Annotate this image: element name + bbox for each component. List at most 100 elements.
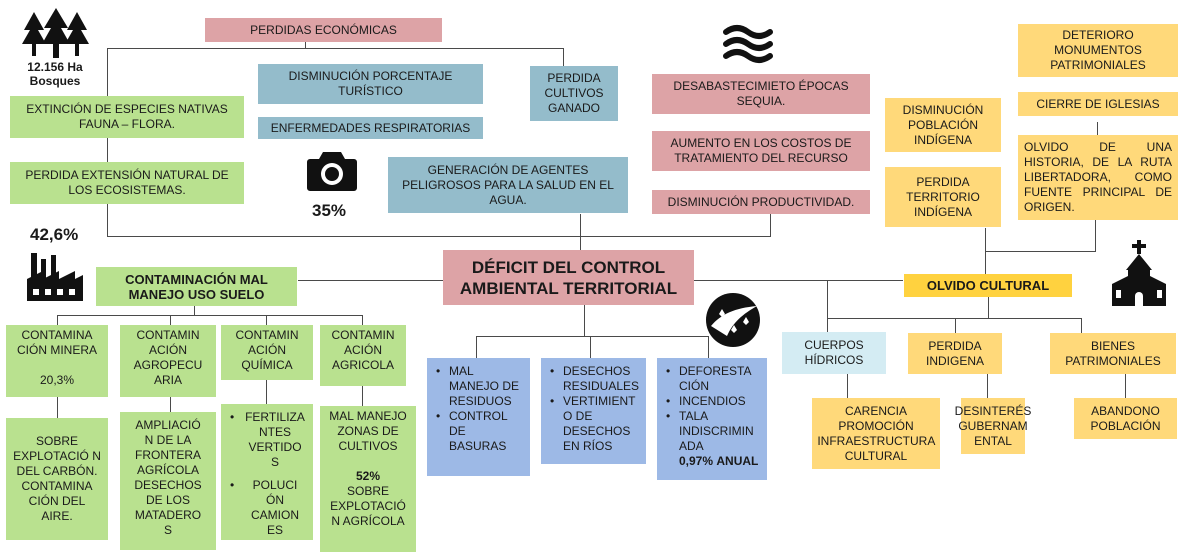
agro-detail-label: AMPLIACIÓ N DE LA FRONTERA AGRÍCOLA DESE… — [134, 418, 202, 537]
connector-line — [580, 214, 581, 251]
connector-line — [57, 315, 58, 325]
connector-line — [362, 386, 363, 406]
connector-line — [57, 397, 58, 418]
connector-line — [693, 280, 903, 281]
logging-label: TALA INDISCRIMIN ADA — [679, 409, 754, 453]
connector-line — [170, 397, 171, 412]
agricultural-contamination-label: CONTAMIN ACIÓN AGRICOLA — [331, 328, 395, 372]
forgotten-history-label: OLVIDO DE UNA HISTORIA, DE LA RUTA LIBER… — [1024, 140, 1172, 214]
agricultural-contamination-box: CONTAMIN ACIÓN AGRICOLA — [320, 325, 406, 386]
agricultural-detail-label: MAL MANEJO ZONAS DE CULTIVOS — [329, 409, 407, 453]
bird-logo-icon — [706, 293, 760, 347]
connector-line — [194, 305, 195, 315]
indigenous-loss-box: PERDIDA INDIGENA — [908, 333, 1002, 374]
connector-line — [305, 42, 306, 49]
list-item: MAL MANEJO DE RESIDUOS — [433, 364, 524, 409]
logging-unit: ANUAL — [716, 454, 759, 468]
respiratory-diseases-label: ENFERMEDADES RESPIRATORIAS — [270, 120, 471, 135]
cultural-oblivion-box: OLVIDO CULTURAL — [904, 274, 1072, 297]
list-item: VERTIMIENT O DE DESECHOS EN RÍOS — [547, 394, 640, 454]
crop-loss-box: PERDIDA CULTIVOS GANADO — [530, 66, 618, 121]
connector-line — [107, 48, 108, 236]
agro-contamination-label: CONTAMIN ACIÓN AGROPECU ARIA — [133, 328, 203, 387]
deforestation-list: DEFORESTA CIÓN INCENDIOS TALA INDISCRIMI… — [663, 364, 761, 469]
dangerous-agents-label: GENERACIÓN DE AGENTES PELIGROSOS PARA LA… — [402, 162, 614, 207]
connector-line — [266, 380, 267, 404]
tourism-decrease-label: DISMINUCIÓN PORCENTAJE TURÍSTICO — [288, 69, 453, 98]
industry-percentage: 42,6% — [30, 225, 79, 244]
connector-line — [1081, 318, 1082, 333]
connector-line — [362, 315, 363, 325]
connector-line — [955, 318, 956, 333]
forest-area-value: 12.156 Ha — [27, 60, 83, 74]
connector-line — [266, 315, 267, 325]
logging-percentage: 0,97% — [679, 454, 714, 468]
connector-line — [1095, 220, 1096, 252]
crop-loss-label: PERDIDA CULTIVOS GANADO — [544, 71, 604, 115]
connector-line — [107, 48, 564, 49]
indigenous-territory-label: PERDIDA TERRITORIO INDÍGENA — [906, 174, 980, 219]
forest-area-label: Bosques — [29, 74, 81, 88]
central-problem-title: DÉFICIT DEL CONTROL AMBIENTAL TERRITORIA… — [459, 257, 678, 298]
connector-line — [476, 336, 477, 358]
tourism-percentage: 35% — [312, 201, 347, 220]
ecosystem-loss-box: PERDIDA EXTENSIÓN NATURAL DE LOS ECOSIST… — [10, 162, 244, 204]
church-closure-label: CIERRE DE IGLESIAS — [1036, 96, 1160, 111]
connector-line — [1097, 122, 1098, 135]
connector-line — [770, 214, 771, 237]
government-disinterest-label: DESINTERÉS GUBERNAM ENTAL — [954, 403, 1032, 448]
cultural-oblivion-title: OLVIDO CULTURAL — [926, 278, 1050, 293]
mining-detail-box: SOBRE EXPLOTACIÓ N DEL CARBÓN. CONTAMINA… — [6, 418, 108, 540]
treatment-costs-label: AUMENTO EN LOS COSTOS DE TRATAMIENTO DEL… — [670, 136, 852, 165]
economic-losses-label: PERDIDAS ECONÓMICAS — [250, 22, 397, 37]
tourism-decrease-box: DISMINUCIÓN PORCENTAJE TURÍSTICO — [258, 64, 483, 104]
connector-line — [298, 280, 444, 281]
population-abandonment-label: ABANDONO POBLACIÓN — [1090, 403, 1161, 433]
connector-line — [584, 305, 585, 336]
soil-contamination-title: CONTAMINACIÓN MAL MANEJO USO SUELO — [125, 271, 268, 302]
water-shortage-label: DESABASTECIMIETO ÉPOCAS SEQUIA. — [673, 79, 849, 108]
connector-line — [985, 251, 1096, 252]
indigenous-loss-label: PERDIDA INDIGENA — [925, 338, 984, 368]
list-item: FERTILIZA NTES VERTIDO S — [227, 410, 307, 470]
mining-detail-label: SOBRE EXPLOTACIÓ N DEL CARBÓN. CONTAMINA… — [13, 434, 101, 523]
church-icon — [1112, 240, 1166, 306]
economic-losses-box: PERDIDAS ECONÓMICAS — [205, 18, 442, 42]
connector-line — [708, 336, 709, 358]
connector-line — [847, 374, 848, 398]
connector-line — [563, 48, 564, 66]
population-abandonment-box: ABANDONO POBLACIÓN — [1074, 398, 1177, 439]
chemical-detail-list: FERTILIZA NTES VERTIDO S POLUCI ÓN CAMIO… — [227, 410, 307, 538]
water-shortage-box: DESABASTECIMIETO ÉPOCAS SEQUIA. — [652, 74, 870, 114]
mining-contamination-label: CONTAMINA CIÓN MINERA — [16, 328, 97, 357]
list-item: CONTROL DE BASURAS — [433, 409, 524, 454]
soil-contamination-box: CONTAMINACIÓN MAL MANEJO USO SUELO — [96, 267, 297, 306]
dangerous-agents-box: GENERACIÓN DE AGENTES PELIGROSOS PARA LA… — [388, 157, 628, 213]
productivity-decrease-box: DISMINUCIÓN PRODUCTIVIDAD. — [652, 190, 870, 214]
connector-line — [987, 374, 988, 398]
deforestation-box: DEFORESTA CIÓN INCENDIOS TALA INDISCRIMI… — [657, 358, 767, 480]
forest-area-stat: 12.156 Ha Bosques — [18, 60, 92, 88]
list-item: TALA INDISCRIMIN ADA 0,97% ANUAL — [663, 409, 761, 469]
chemical-detail-box: FERTILIZA NTES VERTIDO S POLUCI ÓN CAMIO… — [221, 404, 313, 540]
species-extinction-label: EXTINCIÓN DE ESPECIES NATIVAS FAUNA – FL… — [26, 102, 228, 131]
residual-waste-box: DESECHOS RESIDUALES VERTIMIENT O DE DESE… — [541, 358, 646, 464]
ecosystem-loss-label: PERDIDA EXTENSIÓN NATURAL DE LOS ECOSIST… — [25, 168, 229, 197]
heritage-assets-box: BIENES PATRIMONIALES — [1050, 333, 1176, 374]
monuments-deterioration-label: DETERIORO MONUMENTOS PATRIMONIALES — [1050, 28, 1146, 72]
agro-contamination-box: CONTAMIN ACIÓN AGROPECU ARIA — [120, 325, 216, 397]
factory-icon — [27, 253, 83, 301]
connector-line — [988, 297, 989, 319]
cultural-promotion-label: CARENCIA PROMOCIÓN INFRAESTRUCTURA CULTU… — [817, 403, 936, 463]
connector-line — [57, 315, 363, 316]
agricultural-overexploitation-label: SOBRE EXPLOTACIÓ N AGRÍCOLA — [330, 484, 406, 528]
monuments-deterioration-box: DETERIORO MONUMENTOS PATRIMONIALES — [1018, 24, 1178, 77]
list-item: DEFORESTA CIÓN — [663, 364, 761, 394]
central-problem-box: DÉFICIT DEL CONTROL AMBIENTAL TERRITORIA… — [443, 250, 694, 305]
agro-detail-box: AMPLIACIÓ N DE LA FRONTERA AGRÍCOLA DESE… — [120, 412, 216, 550]
connector-line — [827, 281, 828, 332]
species-extinction-box: EXTINCIÓN DE ESPECIES NATIVAS FAUNA – FL… — [10, 96, 244, 138]
waste-management-box: MAL MANEJO DE RESIDUOS CONTROL DE BASURA… — [427, 358, 530, 476]
government-disinterest-box: DESINTERÉS GUBERNAM ENTAL — [955, 398, 1031, 454]
